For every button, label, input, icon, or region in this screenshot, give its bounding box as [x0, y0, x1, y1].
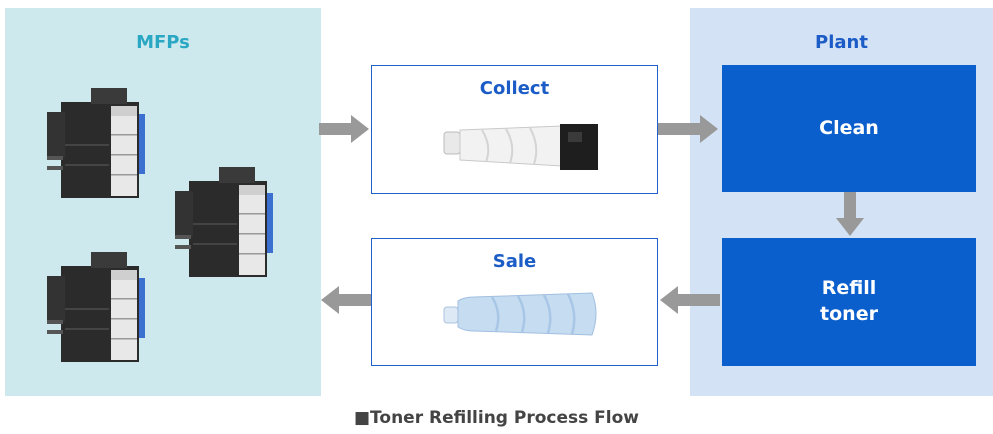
printer-icon [175, 167, 273, 277]
arrow-left-icon [660, 286, 720, 314]
refill-label-line1: Refill [821, 277, 877, 300]
diagram-caption: ■Toner Refilling Process Flow [353, 408, 639, 428]
refill-label-line2: toner [820, 303, 878, 325]
printer-icon [47, 252, 145, 362]
printer-icon [47, 88, 145, 198]
toner-bottle-icon [443, 292, 597, 336]
mfps-panel: MFPs [5, 8, 321, 396]
collect-step: Collect [371, 65, 658, 194]
sale-label: Sale [492, 251, 537, 272]
plant-title: Plant [815, 32, 868, 53]
clean-label: Clean [819, 116, 879, 139]
collect-label: Collect [479, 78, 550, 99]
arrow-left-icon [321, 286, 371, 314]
arrow-right-icon [319, 115, 369, 143]
sale-step: Sale [371, 238, 658, 366]
toner-bottle-icon [443, 124, 598, 170]
refill-toner-step: Refill toner [722, 238, 976, 366]
arrow-right-icon [658, 115, 718, 143]
arrow-down-icon [836, 192, 864, 236]
mfps-title: MFPs [136, 32, 190, 53]
clean-step: Clean [722, 65, 976, 192]
